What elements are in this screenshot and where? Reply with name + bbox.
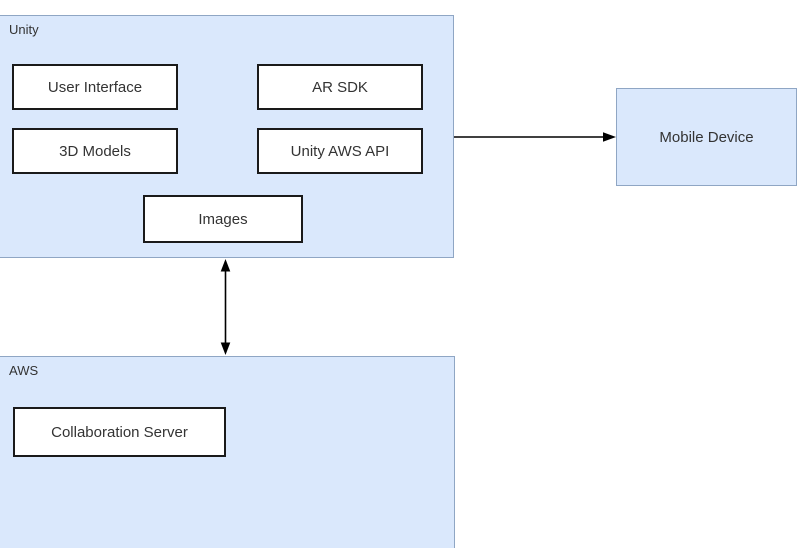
node-user-interface: User Interface — [12, 64, 178, 110]
arrow-unity-to-aws-bidirectional — [220, 259, 231, 355]
node-collaboration-server: Collaboration Server — [13, 407, 226, 457]
unity-container-label: Unity — [9, 22, 39, 37]
node-mobile-device: Mobile Device — [616, 88, 797, 186]
node-3d-models: 3D Models — [12, 128, 178, 174]
node-images: Images — [143, 195, 303, 243]
aws-container-label: AWS — [9, 363, 39, 378]
node-unity-aws-api: Unity AWS API — [257, 128, 423, 174]
node-ar-sdk: AR SDK — [257, 64, 423, 110]
unity-container: Unity User Interface AR SDK 3D Models Un… — [0, 15, 454, 258]
arrow-unity-to-mobile-device — [454, 132, 616, 142]
aws-container: AWS Collaboration Server — [0, 356, 455, 548]
